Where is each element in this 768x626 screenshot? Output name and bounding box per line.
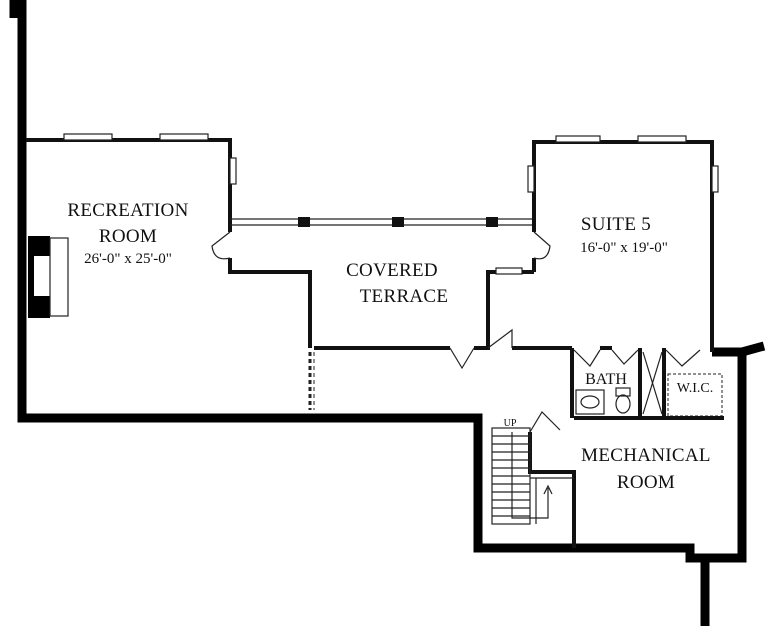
bath-label: BATH (585, 371, 627, 388)
covered-terrace-title-line2: TERRACE (360, 286, 449, 307)
door-swing (487, 328, 513, 349)
column (298, 217, 310, 227)
window (159, 133, 209, 141)
door-swing (533, 231, 551, 260)
stairs-up-label: UP (504, 418, 517, 429)
door-swing (611, 349, 639, 365)
fireplace (28, 236, 69, 318)
column (486, 217, 498, 227)
toilet (615, 387, 631, 397)
suite5-title: SUITE 5 (581, 214, 651, 235)
door-swing (449, 347, 475, 370)
sink (575, 389, 605, 415)
terrace-walls (314, 270, 572, 350)
recreation-room-title-line2: ROOM (99, 226, 157, 247)
door-swing (529, 411, 561, 433)
window (495, 267, 523, 275)
recreation-room-dimensions: 26'-0" x 25'-0" (84, 251, 172, 267)
door-swing (573, 349, 601, 367)
left-exterior-wall (17, 0, 747, 563)
window (229, 157, 237, 185)
right-stub-wall (740, 341, 766, 357)
mechanical-room-title-line2: ROOM (617, 472, 675, 493)
covered-terrace-title-line1: COVERED (346, 260, 438, 281)
mechanical-room-title-line1: MECHANICAL (581, 445, 711, 466)
exterior-walls (9, 0, 766, 626)
wic-label: W.I.C. (677, 381, 713, 396)
column (392, 217, 404, 227)
window (527, 165, 535, 193)
recreation-room-walls (26, 138, 534, 410)
suite5-dimensions: 16'-0" x 19'-0" (580, 240, 668, 256)
window (555, 135, 601, 143)
door-swing (665, 349, 701, 367)
door-swing (211, 231, 231, 260)
window (637, 135, 687, 143)
window (711, 165, 719, 193)
recreation-room-title-line1: RECREATION (67, 200, 188, 221)
window (63, 133, 113, 141)
staircase (491, 427, 574, 525)
